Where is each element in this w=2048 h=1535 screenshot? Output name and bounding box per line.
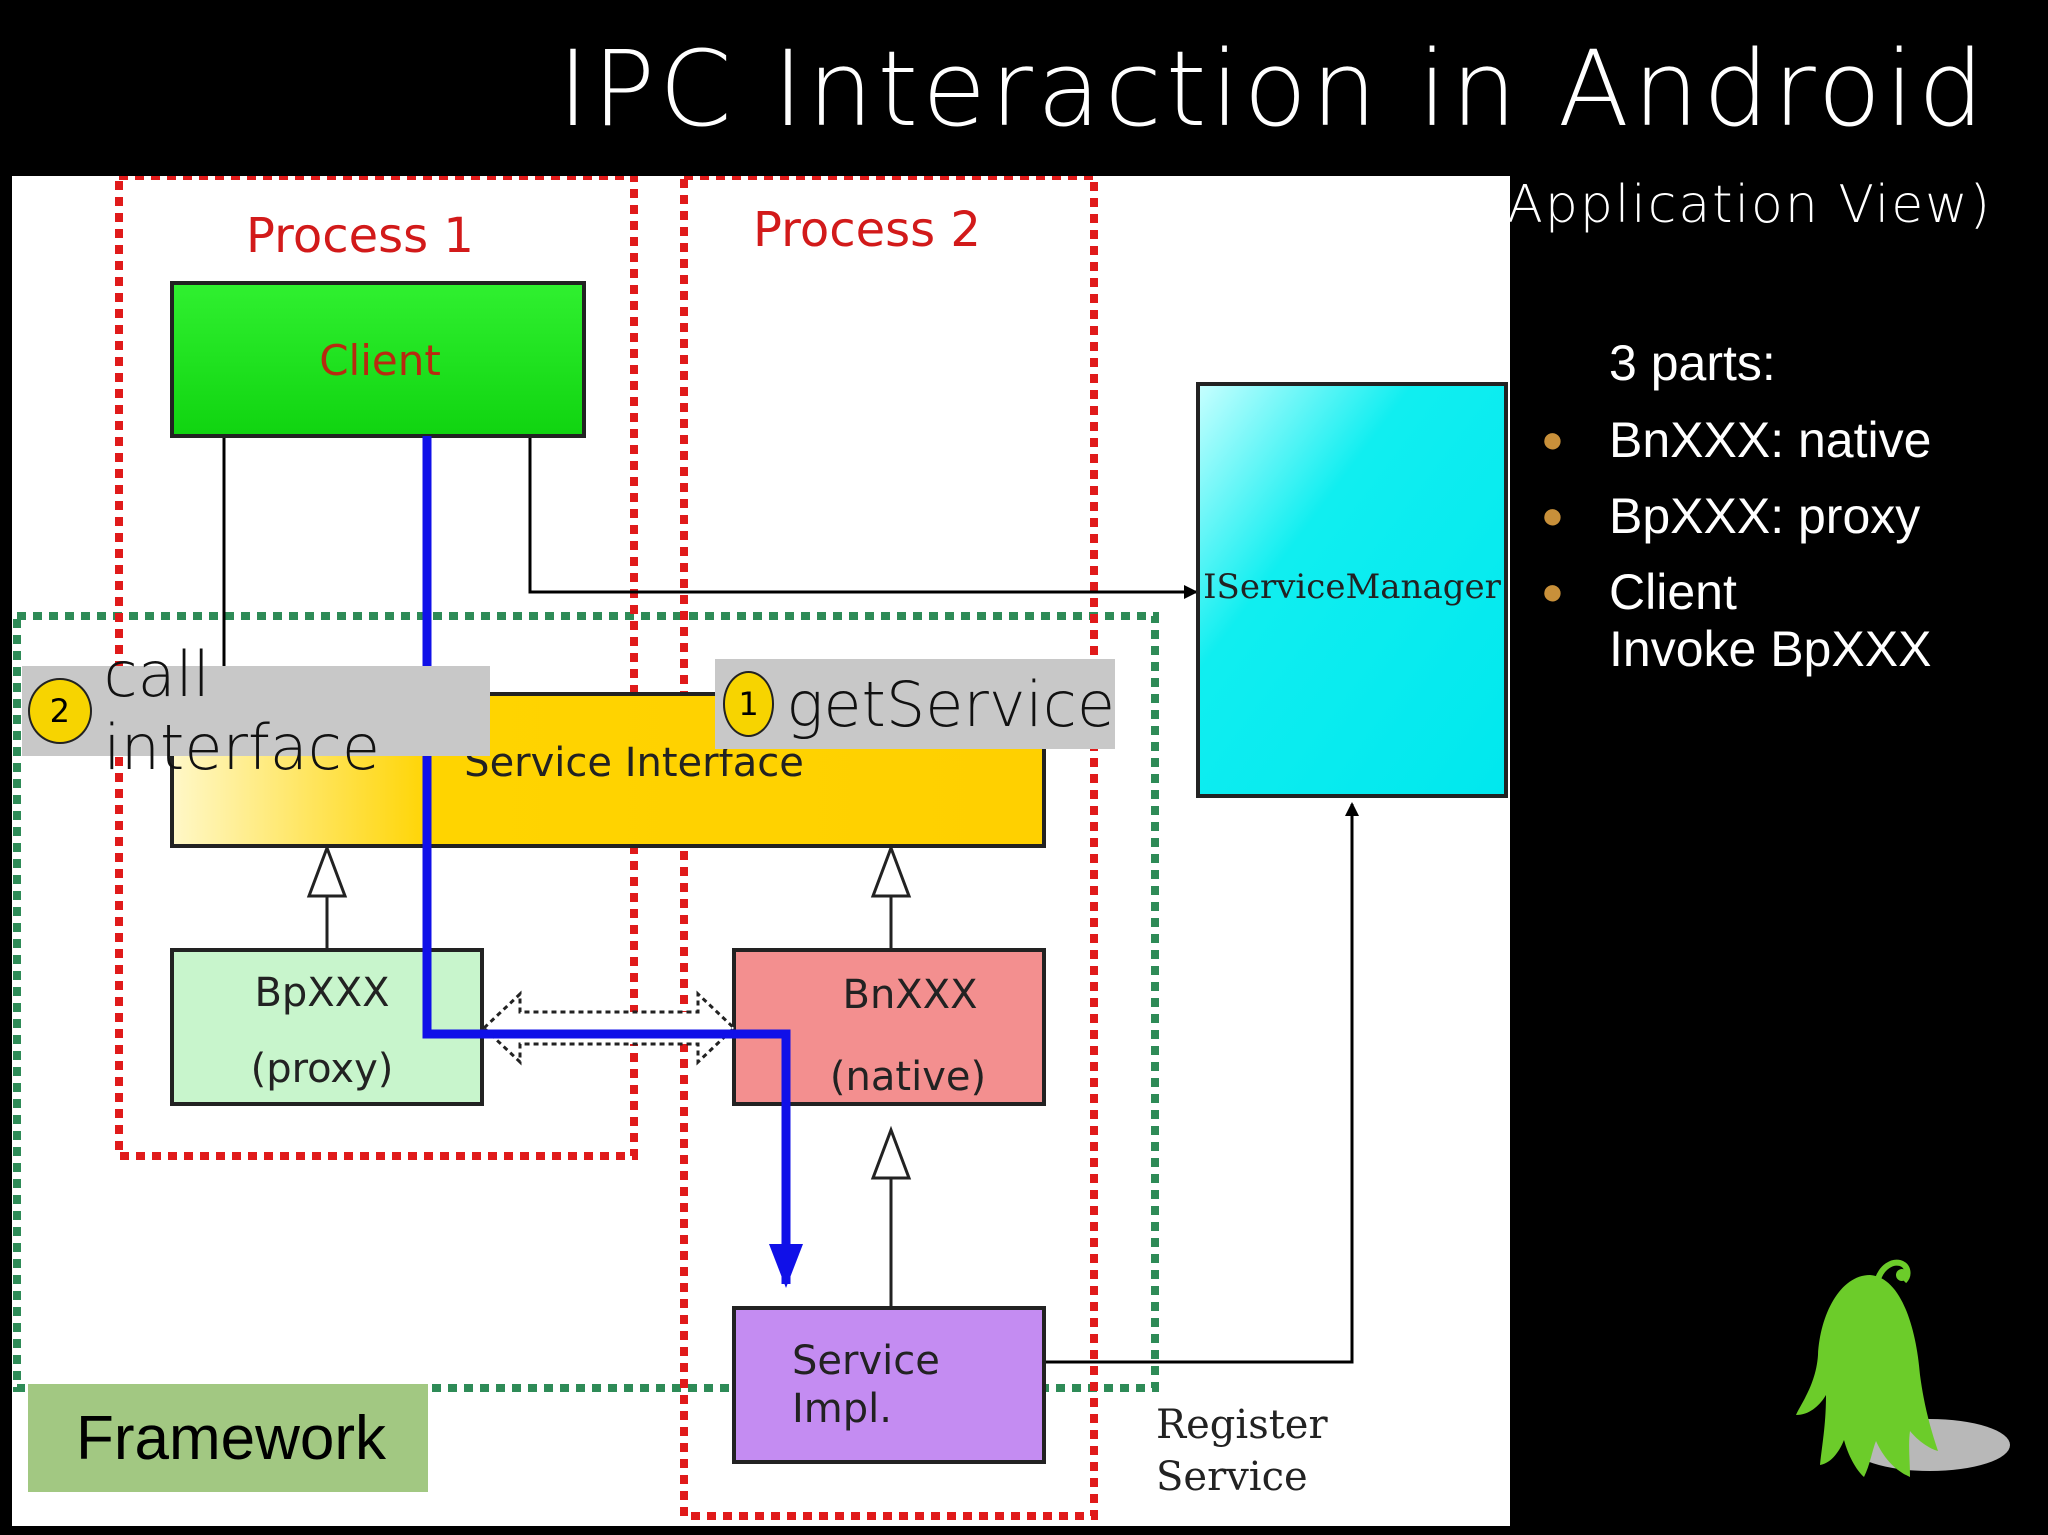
register-label-line2: Service [1156, 1454, 1308, 1500]
register-service-line [1046, 802, 1359, 1364]
client-box [170, 281, 586, 438]
bullet-text: BnXXX: native [1609, 412, 1932, 468]
iservicemanager-box [1196, 382, 1508, 798]
bullet-text: Invoke BpXXX [1609, 621, 1932, 677]
bpxxx-inherit-triangle-icon [306, 843, 348, 898]
bullet-list: ● BnXXX: native ● BpXXX: proxy ● Client … [1535, 412, 1931, 678]
bpxxx-label: BpXXX [254, 970, 389, 1016]
diagram-panel: Process 1 Process 2 Client IServiceManag… [12, 176, 1510, 1526]
ipc-double-arrow-icon [481, 990, 737, 1066]
call-interface-callout: 2 call interface [22, 638, 490, 784]
bpxxx-sublabel: (proxy) [251, 1046, 394, 1092]
bnxxx-sublabel: (native) [830, 1054, 986, 1100]
framework-region [13, 612, 1159, 1392]
step-number-badge: 2 [28, 678, 92, 744]
process2-boundary [680, 176, 1098, 1520]
bullet-item: ● Client Invoke BpXXX [1535, 564, 1931, 678]
getservice-callout: 1 getService [715, 659, 1115, 749]
bullet-heading: 3 parts: [1609, 335, 1776, 391]
green-android-ghost-icon [1796, 1259, 2010, 1477]
bnxxx-inherit-triangle-icon [870, 843, 912, 898]
bullet-dot-icon: ● [1541, 495, 1564, 537]
step-number-badge: 1 [723, 671, 775, 737]
service-impl-label-line1: Service [792, 1338, 940, 1384]
bullet-text: BpXXX: proxy [1609, 488, 1921, 544]
bullet-text: Client [1609, 564, 1737, 620]
callout-text: call interface [103, 638, 381, 784]
ipc-diagram: Process 1 Process 2 Client IServiceManag… [13, 176, 1508, 1520]
service-impl-label-line2: Impl. [792, 1386, 892, 1432]
service-impl-box [732, 1306, 1046, 1464]
client-label: Client [319, 336, 441, 385]
bnxxx-label: BnXXX [843, 972, 978, 1018]
process1-label: Process 1 [246, 208, 474, 264]
bullet-item: ● BpXXX: proxy [1535, 488, 1931, 545]
bullet-panel: 3 parts: ● BnXXX: native ● BpXXX: proxy … [1535, 335, 1931, 697]
impl-inherit-triangle-icon [870, 1125, 912, 1180]
bullet-item: ● BnXXX: native [1535, 412, 1931, 469]
getservice-line [528, 436, 1198, 599]
iservicemanager-label: IServiceManager [1203, 567, 1501, 607]
slide-title: IPC Interaction in Android [557, 28, 1988, 150]
slide-subtitle: (Application View) [1484, 175, 1992, 235]
bullet-dot-icon: ● [1541, 419, 1564, 461]
process2-label: Process 2 [753, 202, 981, 258]
bullet-dot-icon: ● [1541, 571, 1564, 613]
framework-label: Framework [28, 1384, 428, 1492]
register-label-line1: Register [1156, 1402, 1328, 1448]
callout-text: getService [786, 667, 1115, 741]
